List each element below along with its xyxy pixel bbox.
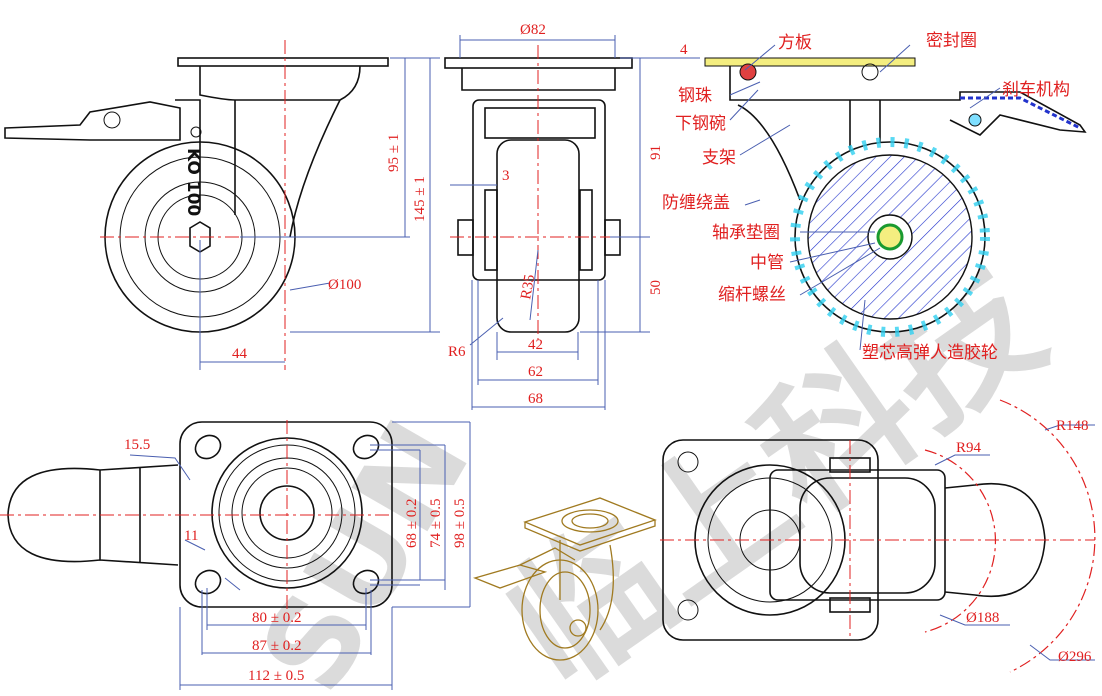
side-view: Ø82 4 91 3 50 R35 R6 42 62 68 (444, 22, 700, 410)
label-brake: 刹车机构 (1002, 80, 1070, 100)
label-seal-ring: 密封圈 (926, 31, 977, 51)
label-thread-guard: 防缠绕盖 (662, 193, 730, 213)
dim-r94: R94 (956, 440, 982, 456)
label-bolt: 缩杆螺丝 (718, 285, 786, 305)
dim-98-05: 98 ± 0.5 (452, 499, 468, 548)
dim-11: 11 (184, 528, 198, 544)
section-view: 方板 密封圈 钢珠 刹车机构 下钢碗 支架 防缠绕盖 轴承垫圈 中管 缩杆螺丝 … (662, 31, 1087, 363)
dim-r35: R35 (518, 273, 538, 300)
dim-42: 42 (528, 337, 543, 353)
label-top-plate: 方板 (778, 33, 812, 53)
model-marking: KO 100 (183, 148, 203, 216)
dim-wheel-diameter: Ø100 (328, 277, 361, 293)
label-bearing-washer: 轴承垫圈 (712, 223, 780, 243)
top-view: R94 R148 Ø188 Ø296 (660, 399, 1096, 673)
front-view: KO 100 95 ± 1 145 ± 1 Ø100 44 (4, 40, 440, 370)
dim-15-5: 15.5 (124, 437, 150, 453)
label-center-tube: 中管 (750, 253, 784, 273)
label-wheel: 塑芯高弹人造胶轮 (862, 343, 998, 363)
dim-3: 3 (502, 168, 510, 184)
dim-44: 44 (232, 346, 248, 362)
dim-r6: R6 (448, 344, 466, 360)
dim-68: 68 (528, 391, 543, 407)
dim-95: 95 ± 1 (386, 134, 402, 172)
dim-62: 62 (528, 364, 543, 380)
label-bracket: 支架 (702, 148, 736, 168)
dim-188: Ø188 (966, 610, 999, 626)
label-lower-bowl: 下钢碗 (675, 114, 726, 134)
dim-87-02: 87 ± 0.2 (252, 638, 301, 654)
dim-4: 4 (680, 42, 688, 58)
dim-68-02: 68 ± 0.2 (404, 499, 420, 548)
dim-80-02: 80 ± 0.2 (252, 610, 301, 626)
dim-91: 91 (648, 145, 664, 160)
dim-82: Ø82 (520, 22, 546, 38)
dim-74-05: 74 ± 0.5 (428, 499, 444, 548)
dim-r148: R148 (1056, 418, 1089, 434)
dim-50: 50 (648, 280, 664, 295)
dim-296: Ø296 (1058, 649, 1092, 665)
dim-112-05: 112 ± 0.5 (248, 668, 304, 684)
dim-145: 145 ± 1 (412, 176, 428, 222)
label-steel-ball: 钢珠 (678, 86, 712, 106)
plate-view: 15.5 11 68 ± 0.2 74 ± 0.5 98 ± 0.5 80 ± … (0, 420, 471, 690)
isometric-caster (473, 497, 657, 661)
